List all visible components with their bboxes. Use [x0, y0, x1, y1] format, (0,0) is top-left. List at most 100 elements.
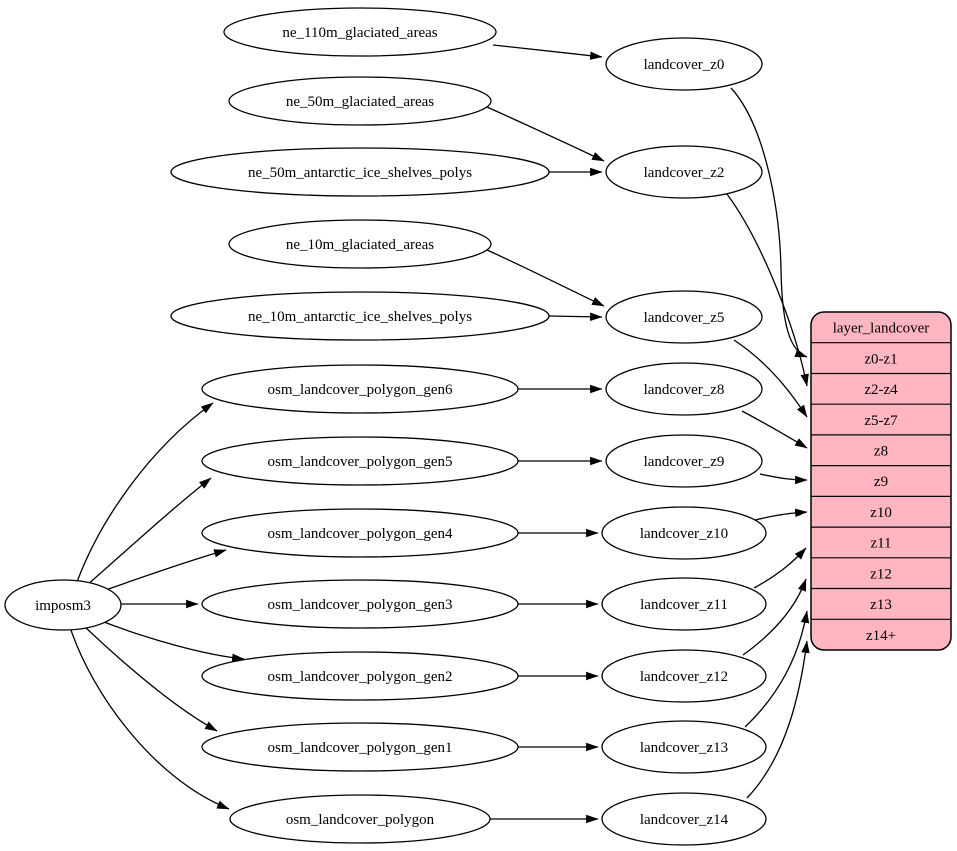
imposm3-ellipse — [4, 579, 122, 631]
edge-z13-to-row-z13 — [744, 610, 810, 728]
transform-ellipse — [601, 506, 767, 560]
node-landcover-z2: landcover_z2 — [605, 145, 763, 199]
source-ellipse — [201, 722, 519, 772]
source-ellipse — [229, 794, 491, 844]
node-landcover-z12: landcover_z12 — [601, 649, 767, 703]
layer-row-z12: z12 — [870, 566, 892, 582]
transform-ellipse — [601, 792, 767, 846]
source-label: osm_landcover_polygon_gen2 — [268, 669, 453, 685]
node-landcover-z9: landcover_z9 — [605, 434, 763, 488]
layer-row-z14plus: z14+ — [866, 628, 896, 644]
edge-ne10m-ant-to-z5 — [548, 312, 603, 321]
transform-ellipse — [601, 577, 767, 631]
edge-z14-to-row-z14plus — [746, 640, 810, 799]
source-label: ne_110m_glaciated_areas — [282, 25, 437, 41]
transform-label: landcover_z13 — [640, 740, 728, 756]
node-landcover-z14: landcover_z14 — [601, 792, 767, 846]
node-osm-landcover-polygon-gen1: osm_landcover_polygon_gen1 — [201, 722, 519, 772]
transform-ellipse — [601, 720, 767, 774]
node-ne-10m-glaciated-areas: ne_10m_glaciated_areas — [228, 219, 492, 269]
source-label: osm_landcover_polygon_gen5 — [268, 454, 453, 470]
imposm3-label: imposm3 — [35, 598, 91, 614]
layer-row-z13: z13 — [870, 597, 892, 613]
node-landcover-z5: landcover_z5 — [605, 290, 763, 344]
source-ellipse — [201, 436, 519, 486]
layer-landcover-table: layer_landcover z0-z1 z2-z4 z5-z7 z8 z9 … — [810, 311, 952, 651]
source-ellipse — [201, 364, 519, 414]
source-label: ne_50m_antarctic_ice_shelves_polys — [248, 165, 472, 181]
source-ellipse — [201, 508, 519, 558]
transform-label: landcover_z10 — [640, 526, 728, 542]
layer-row-z2-z4: z2-z4 — [864, 382, 898, 398]
node-osm-landcover-polygon-gen2: osm_landcover_polygon_gen2 — [201, 651, 519, 701]
layer-row-z10: z10 — [870, 505, 892, 521]
source-ellipse — [170, 291, 550, 341]
transform-ellipse — [605, 434, 763, 488]
edge-z11-to-row-z11 — [753, 547, 807, 589]
transform-label: landcover_z14 — [640, 812, 729, 828]
transform-label: landcover_z12 — [640, 669, 728, 685]
source-label: ne_10m_antarctic_ice_shelves_polys — [248, 309, 472, 325]
node-ne-50m-glaciated-areas: ne_50m_glaciated_areas — [228, 76, 492, 126]
source-label: osm_landcover_polygon_gen1 — [268, 740, 453, 756]
source-ellipse — [201, 579, 519, 629]
edge-z5-to-row-z5-z7 — [733, 339, 808, 418]
layer-row-z9: z9 — [874, 474, 888, 490]
source-ellipse — [201, 651, 519, 701]
layer-table-box — [810, 311, 952, 651]
edge-imposm3-to-gen2 — [95, 618, 245, 662]
node-osm-landcover-polygon-gen3: osm_landcover_polygon_gen3 — [201, 579, 519, 629]
source-label: osm_landcover_polygon_gen6 — [268, 382, 453, 398]
transform-label: landcover_z5 — [644, 310, 725, 326]
source-ellipse — [170, 147, 550, 197]
layer-row-z5-z7: z5-z7 — [864, 413, 898, 429]
source-ellipse — [223, 7, 497, 57]
edge-z12-to-row-z12 — [742, 578, 807, 656]
edge-imposm3-to-gen1 — [83, 625, 218, 732]
node-osm-landcover-polygon-gen4: osm_landcover_polygon_gen4 — [201, 508, 519, 558]
transform-label: landcover_z9 — [644, 454, 725, 470]
node-landcover-z10: landcover_z10 — [601, 506, 767, 560]
layer-row-z8: z8 — [874, 444, 888, 460]
source-label: osm_landcover_polygon — [286, 812, 435, 828]
edge-imposm3-to-polygon — [70, 629, 230, 810]
edge-ne110m-to-z0 — [492, 44, 603, 60]
edge-z8-to-row-z8 — [741, 410, 808, 449]
transform-label: landcover_z0 — [644, 57, 725, 73]
source-ellipse — [228, 76, 492, 126]
transform-ellipse — [605, 362, 763, 416]
edge-ne50m-glac-to-z2 — [486, 106, 605, 162]
source-label: ne_10m_glaciated_areas — [286, 237, 434, 253]
edge-z2-to-row-z2-z4 — [726, 193, 809, 387]
layer-row-z0-z1: z0-z1 — [864, 351, 897, 367]
edge-z0-to-row-z0-z1 — [730, 87, 808, 358]
edges-sources — [486, 44, 605, 824]
source-label: osm_landcover_polygon_gen3 — [268, 597, 453, 613]
transform-ellipse — [605, 37, 763, 91]
source-label: ne_50m_glaciated_areas — [286, 94, 434, 110]
edges-importer — [70, 402, 245, 810]
transform-label: landcover_z11 — [640, 597, 728, 613]
source-label: osm_landcover_polygon_gen4 — [268, 526, 453, 542]
edge-imposm3-to-gen5 — [85, 477, 212, 587]
node-landcover-z8: landcover_z8 — [605, 362, 763, 416]
node-ne-110m-glaciated-areas: ne_110m_glaciated_areas — [223, 7, 497, 57]
source-ellipse — [228, 219, 492, 269]
transform-ellipse — [601, 649, 767, 703]
node-ne-50m-antarctic-ice-shelves-polys: ne_50m_antarctic_ice_shelves_polys — [170, 147, 550, 197]
node-landcover-z0: landcover_z0 — [605, 37, 763, 91]
node-landcover-z11: landcover_z11 — [601, 577, 767, 631]
edge-imposm3-to-gen4 — [99, 549, 227, 593]
edges-to-layer-table — [726, 87, 810, 799]
edge-z10-to-row-z10 — [754, 508, 808, 521]
edge-z9-to-row-z9 — [759, 473, 808, 485]
transform-label: landcover_z2 — [644, 165, 725, 181]
node-osm-landcover-polygon: osm_landcover_polygon — [229, 794, 491, 844]
layer-table-title: layer_landcover — [833, 321, 930, 337]
node-osm-landcover-polygon-gen6: osm_landcover_polygon_gen6 — [201, 364, 519, 414]
node-landcover-z13: landcover_z13 — [601, 720, 767, 774]
layer-row-z11: z11 — [870, 536, 891, 552]
node-osm-landcover-polygon-gen5: osm_landcover_polygon_gen5 — [201, 436, 519, 486]
